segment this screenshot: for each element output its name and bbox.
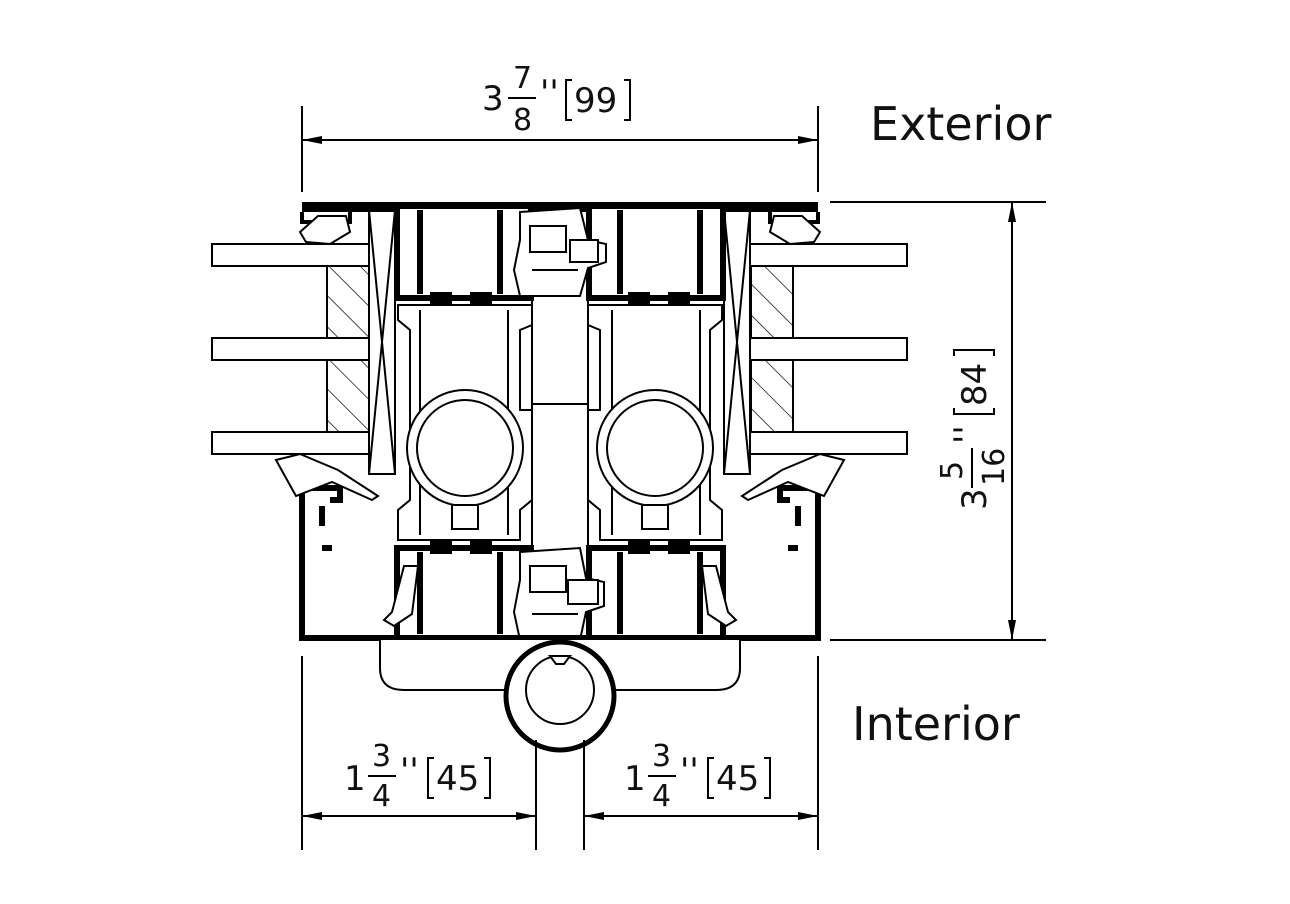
glass-pane-left-outer (211, 243, 373, 267)
chamber-interior-left (394, 540, 534, 641)
dim-text-left-half: 1 3 4 '' 45 (344, 739, 491, 814)
glass-pane-left-middle (211, 337, 373, 361)
dim-whole: 1 (344, 759, 366, 799)
glazing-left (211, 243, 373, 455)
spacer-right-outer (750, 265, 794, 339)
dim-whole: 1 (624, 759, 646, 799)
dim-inch-mark: '' (400, 751, 419, 791)
dim-text-overall-width: 3 7 8 '' 99 (482, 61, 631, 138)
mullion-center-web (531, 300, 589, 545)
dim-numerator: 3 (372, 739, 391, 774)
chamber-exterior-left (394, 203, 534, 306)
glass-pane-left-inner (211, 431, 373, 455)
spacer-left-inner (326, 359, 370, 433)
dim-denominator: 4 (652, 779, 671, 814)
chamber-exterior-right (586, 203, 726, 306)
glazing-right (749, 243, 908, 455)
dim-inch-mark: '' (680, 751, 699, 791)
dim-whole: 3 (482, 79, 504, 119)
setting-block-left (368, 209, 396, 475)
gasket-exterior-right (768, 215, 822, 246)
dimension-overall-depth (830, 201, 1046, 641)
setting-block-right (723, 209, 751, 475)
spacer-right-inner (750, 359, 794, 433)
mullion-left-half (397, 304, 533, 541)
dim-inch-mark: '' (540, 73, 559, 113)
interior-gaskets (274, 452, 846, 628)
dim-numerator: 7 (513, 61, 532, 96)
dim-denominator: 4 (372, 779, 391, 814)
dim-metric: 99 (574, 81, 617, 121)
mullion-right-half (587, 304, 723, 541)
glass-pane-right-inner (749, 431, 908, 455)
dim-text-right-half: 1 3 4 '' 45 (624, 739, 771, 814)
dim-whole: 3 (955, 488, 995, 510)
chamber-interior-right (586, 540, 726, 641)
thermal-break-exterior (512, 206, 607, 297)
dim-metric: 45 (436, 759, 479, 799)
gasket-exterior-left (298, 215, 352, 246)
glass-pane-right-middle (749, 337, 908, 361)
dim-text-overall-depth: 3 5 16 '' 84 (935, 349, 1012, 510)
spacer-left-outer (326, 265, 370, 339)
face-cap-exterior (298, 202, 822, 246)
dim-metric: 84 (955, 363, 995, 406)
dim-denominator: 16 (977, 448, 1012, 486)
exterior-label: Exterior (870, 97, 1051, 151)
dim-numerator: 3 (652, 739, 671, 774)
screw-spline-boss (503, 639, 617, 753)
dim-inch-mark: '' (947, 425, 987, 444)
glass-pane-right-outer (749, 243, 908, 267)
interior-label: Interior (852, 697, 1020, 751)
dim-numerator: 5 (935, 461, 970, 480)
dimension-half-widths (301, 656, 819, 850)
dim-denominator: 8 (513, 103, 532, 138)
interior-frame (299, 485, 821, 641)
dim-metric: 45 (716, 759, 759, 799)
dimension-overall-width (301, 106, 819, 192)
thermal-break-interior (512, 546, 605, 641)
